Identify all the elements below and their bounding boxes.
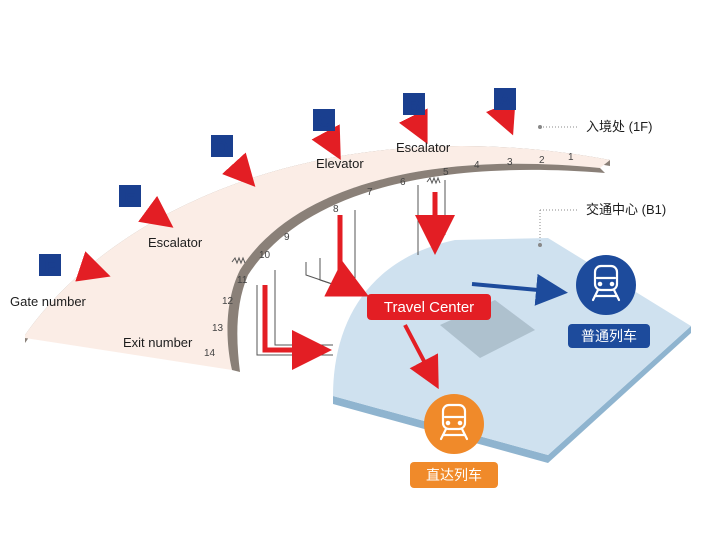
svg-text:D: D bbox=[216, 138, 228, 157]
gate-arrow-a bbox=[486, 99, 516, 136]
upper-concourse bbox=[25, 146, 610, 372]
exit-number: 2 bbox=[539, 155, 545, 166]
leader-dot bbox=[538, 243, 542, 247]
arrow-to-regular-train bbox=[471, 273, 568, 306]
svg-text:C: C bbox=[318, 112, 330, 131]
exit-number: 9 bbox=[284, 232, 290, 243]
escalator-icon bbox=[426, 176, 441, 185]
exit-number: 12 bbox=[222, 296, 234, 307]
regular-train[interactable]: 普通列车 bbox=[568, 255, 650, 348]
regular-train-label: 普通列车 bbox=[581, 328, 637, 344]
escalator-label-left: Escalator bbox=[148, 235, 203, 250]
gate-arrows bbox=[75, 99, 516, 282]
leader-dot bbox=[538, 125, 542, 129]
svg-text:Travel Center: Travel Center bbox=[384, 299, 474, 316]
svg-text:A: A bbox=[499, 91, 511, 110]
exit-number: 5 bbox=[443, 167, 449, 178]
escalator-icons bbox=[231, 176, 441, 265]
gate-arrow-f bbox=[75, 251, 111, 282]
lower-floor bbox=[333, 238, 691, 463]
exit-number: 8 bbox=[333, 204, 339, 215]
exit-number: 1 bbox=[568, 152, 574, 163]
gate-badge-b: B bbox=[403, 93, 425, 115]
arrow-to-express-train bbox=[403, 324, 439, 390]
gate-arrow-b bbox=[398, 108, 428, 145]
gate-arrow-d bbox=[222, 152, 256, 187]
exit-number-label: Exit number bbox=[123, 335, 193, 350]
svg-text:B: B bbox=[408, 96, 420, 115]
exit-numbers: 1 2 3 4 5 6 7 8 9 10 11 12 13 14 bbox=[204, 152, 574, 359]
gate-badge-d: D bbox=[211, 135, 233, 157]
escalator-label-right: Escalator bbox=[396, 140, 451, 155]
floor-label-arrival: 入境处 (1F) bbox=[586, 119, 652, 134]
exit-number: 4 bbox=[474, 160, 480, 171]
express-train-label: 直达列车 bbox=[426, 467, 482, 483]
escalator-icon bbox=[231, 256, 246, 265]
gate-badge-e: E bbox=[119, 185, 141, 207]
exit-number: 13 bbox=[212, 323, 224, 334]
gate-number-label: Gate number bbox=[10, 294, 87, 309]
gate-badge-f: F bbox=[39, 254, 61, 276]
exit-number: 3 bbox=[507, 157, 513, 168]
gate-arrow-c bbox=[311, 124, 341, 161]
elevator-label: Elevator bbox=[316, 156, 364, 171]
gate-arrow-e bbox=[138, 195, 174, 228]
train-icon bbox=[439, 403, 469, 441]
exit-number: 11 bbox=[237, 275, 248, 286]
svg-text:E: E bbox=[124, 188, 135, 207]
exit-number: 10 bbox=[259, 250, 271, 261]
exit-number: 14 bbox=[204, 348, 216, 359]
svg-text:F: F bbox=[45, 257, 55, 276]
exit-number: 6 bbox=[400, 177, 406, 188]
travel-center[interactable]: Travel Center bbox=[367, 294, 491, 320]
floor-leaders bbox=[539, 126, 578, 245]
train-icon bbox=[591, 264, 621, 302]
gate-badge-c: C bbox=[313, 109, 335, 131]
gate-badge-a: A bbox=[494, 88, 516, 110]
express-train[interactable]: 直达列车 bbox=[410, 394, 498, 488]
floor-label-transport: 交通中心 (B1) bbox=[586, 202, 666, 217]
descent-arrows bbox=[262, 192, 455, 370]
exit-number: 7 bbox=[367, 187, 373, 198]
